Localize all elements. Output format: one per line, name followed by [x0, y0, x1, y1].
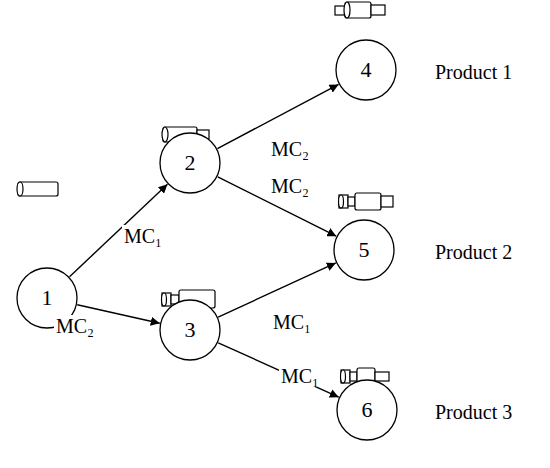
node-number: 2: [185, 152, 196, 174]
process-circle: 5: [333, 219, 395, 281]
process-circle: 4: [335, 39, 397, 101]
product-1-icon: [335, 2, 385, 18]
node-number: 5: [359, 239, 370, 261]
machine-label: MC₂: [269, 138, 311, 160]
flow-arrow: [218, 343, 339, 397]
machine-label: MC₁: [122, 225, 164, 247]
flow-arrow: [218, 263, 336, 317]
process-circle: 6: [336, 379, 398, 441]
product-label: Product 2: [435, 242, 512, 262]
node-number: 1: [42, 287, 53, 309]
product-label: Product 1: [435, 62, 512, 82]
node-number: 6: [362, 399, 373, 421]
product-label: Product 3: [435, 402, 512, 422]
product-2-icon: [339, 193, 394, 210]
machine-label: MC₁: [271, 311, 313, 333]
process-circle: 2: [159, 132, 221, 194]
raw-bar-icon: [17, 182, 58, 196]
node-number: 3: [185, 319, 196, 341]
process-circle: 3: [159, 299, 221, 361]
machine-label: MC₂: [269, 175, 311, 197]
node-number: 4: [361, 59, 372, 81]
machine-label: MC₁: [279, 365, 321, 387]
machine-label: MC₂: [54, 315, 96, 337]
flow-arrow: [70, 184, 168, 276]
